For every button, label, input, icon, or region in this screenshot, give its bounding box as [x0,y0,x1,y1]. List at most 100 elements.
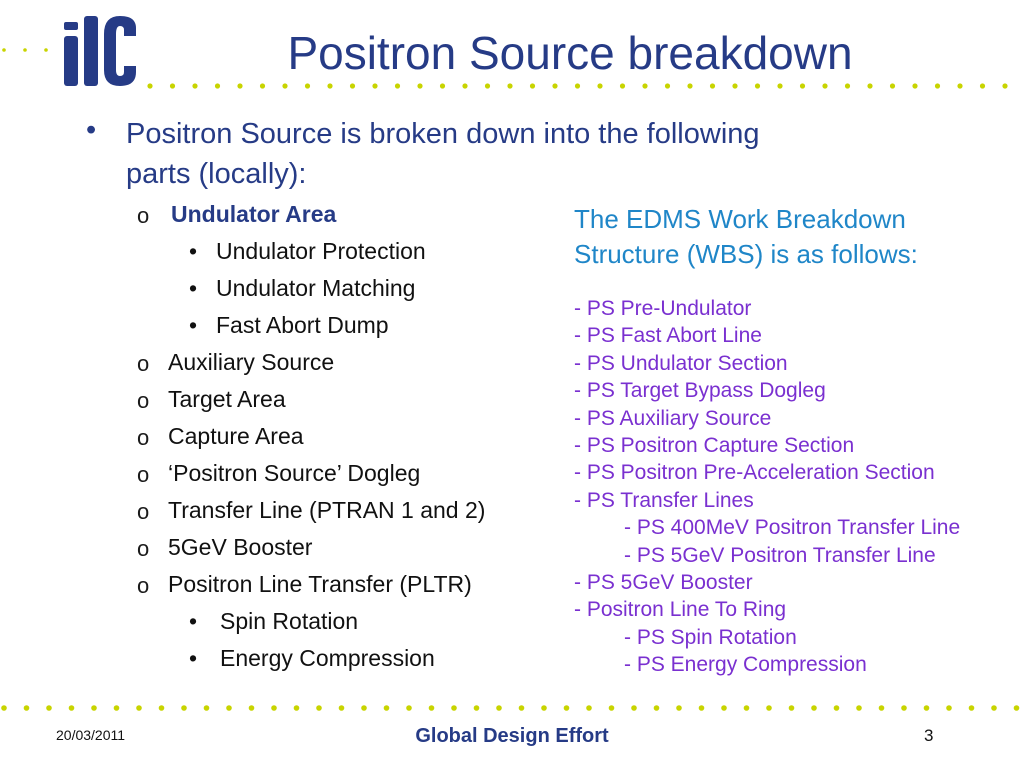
wbs-item: - PS Auxiliary Source [574,406,772,430]
ilc-logo [64,16,136,86]
dot [394,83,401,89]
dot [451,705,457,711]
dot [586,705,592,711]
dot [372,83,378,89]
dot [518,705,525,711]
wbs-item: - PS Undulator Section [574,351,788,375]
dot [496,705,502,711]
breakdown-item: Positron Line Transfer (PLTR) [168,571,472,597]
dot [597,83,603,89]
dot [113,705,120,711]
dot [158,705,165,711]
dot [732,83,738,89]
slide-title: Positron Source breakdown [287,27,853,79]
dot [1002,83,1008,89]
dot [1,705,7,711]
sub-bullet-icon: • [189,275,198,301]
dot [653,705,660,711]
dot [743,705,750,711]
dot [68,705,75,711]
circle-bullet-icon: o [137,388,150,413]
dot [462,83,468,89]
dot [192,83,198,89]
wbs-item: - PS Fast Abort Line [574,324,762,348]
dot [867,83,873,89]
dot [248,705,255,711]
breakdown-item: 5GeV Booster [168,534,313,560]
dot [676,705,682,711]
dot [383,705,390,711]
dot [417,83,423,89]
breakdown-subitem: Undulator Protection [216,238,426,264]
breakdown-subitem: Undulator Matching [216,275,416,301]
dot [889,83,896,89]
intro-line-1: Positron Source is broken down into the … [126,118,760,150]
dot [923,705,930,711]
dot [541,705,547,711]
sub-bullet-icon: • [189,608,198,634]
wbs-subitem: - PS Energy Compression [624,653,867,677]
dot [473,705,480,711]
dot [327,83,333,89]
wbs-item: - PS Positron Capture Section [574,434,855,457]
dot [946,705,952,711]
dot [698,705,705,711]
dot [203,705,210,711]
dot [934,83,941,89]
wbs-item: - PS 5GeV Booster [574,571,753,594]
dot [46,705,52,711]
sub-bullet-icon: • [189,238,198,264]
dot [619,83,626,89]
circle-bullet-icon: o [137,462,150,487]
wbs-item: - PS Target Bypass Dogleg [574,379,826,403]
header-dotted-rule-left [2,48,48,52]
dot [406,705,412,711]
wbs-subitem: - PS Spin Rotation [624,625,797,649]
dot [777,83,783,89]
sub-bullet-icon: • [189,312,198,338]
breakdown-item: Transfer Line (PTRAN 1 and 2) [168,497,486,523]
dot [574,83,581,89]
dot [237,83,243,89]
dot [631,705,637,711]
dot [507,83,513,89]
circle-bullet-icon: o [137,203,150,228]
dot [991,705,997,711]
dot [338,705,345,711]
dot [968,705,975,711]
wbs-heading-line-1: The EDMS Work Breakdown [574,204,906,234]
dot [563,705,570,711]
breakdown-item: Undulator Area [171,201,337,227]
dot [766,705,772,711]
dot [271,705,277,711]
dot [169,83,176,89]
header-dotted-rule [147,83,1008,89]
page-number: 3 [924,726,934,745]
breakdown-item: Target Area [168,386,286,412]
dot [901,705,907,711]
circle-bullet-icon: o [137,573,150,598]
wbs-subitem: - PS 5GeV Positron Transfer Line [624,543,936,567]
circle-bullet-icon: o [137,536,150,561]
dot [844,83,851,89]
intro-text: Positron Source is broken down into the … [126,114,760,194]
dot [979,83,986,89]
dot [259,83,266,89]
dot [226,705,232,711]
footer-dotted-rule [1,705,1020,711]
dot [552,83,558,89]
wbs-heading: The EDMS Work Breakdown Structure (WBS) … [574,202,918,272]
dot [2,48,6,52]
dot [822,83,828,89]
dot [428,705,435,711]
breakdown-subitem: Energy Compression [220,645,435,671]
dot [754,83,761,89]
intro-line-2: parts (locally): [126,158,307,190]
dot [799,83,806,89]
wbs-subitem: - PS 400MeV Positron Transfer Line [624,516,961,540]
dot [181,705,187,711]
dot [856,705,862,711]
wbs-item: - PS Positron Pre-Acceleration Section [574,461,935,485]
dot [878,705,885,711]
bullet-icon: • [86,114,97,146]
